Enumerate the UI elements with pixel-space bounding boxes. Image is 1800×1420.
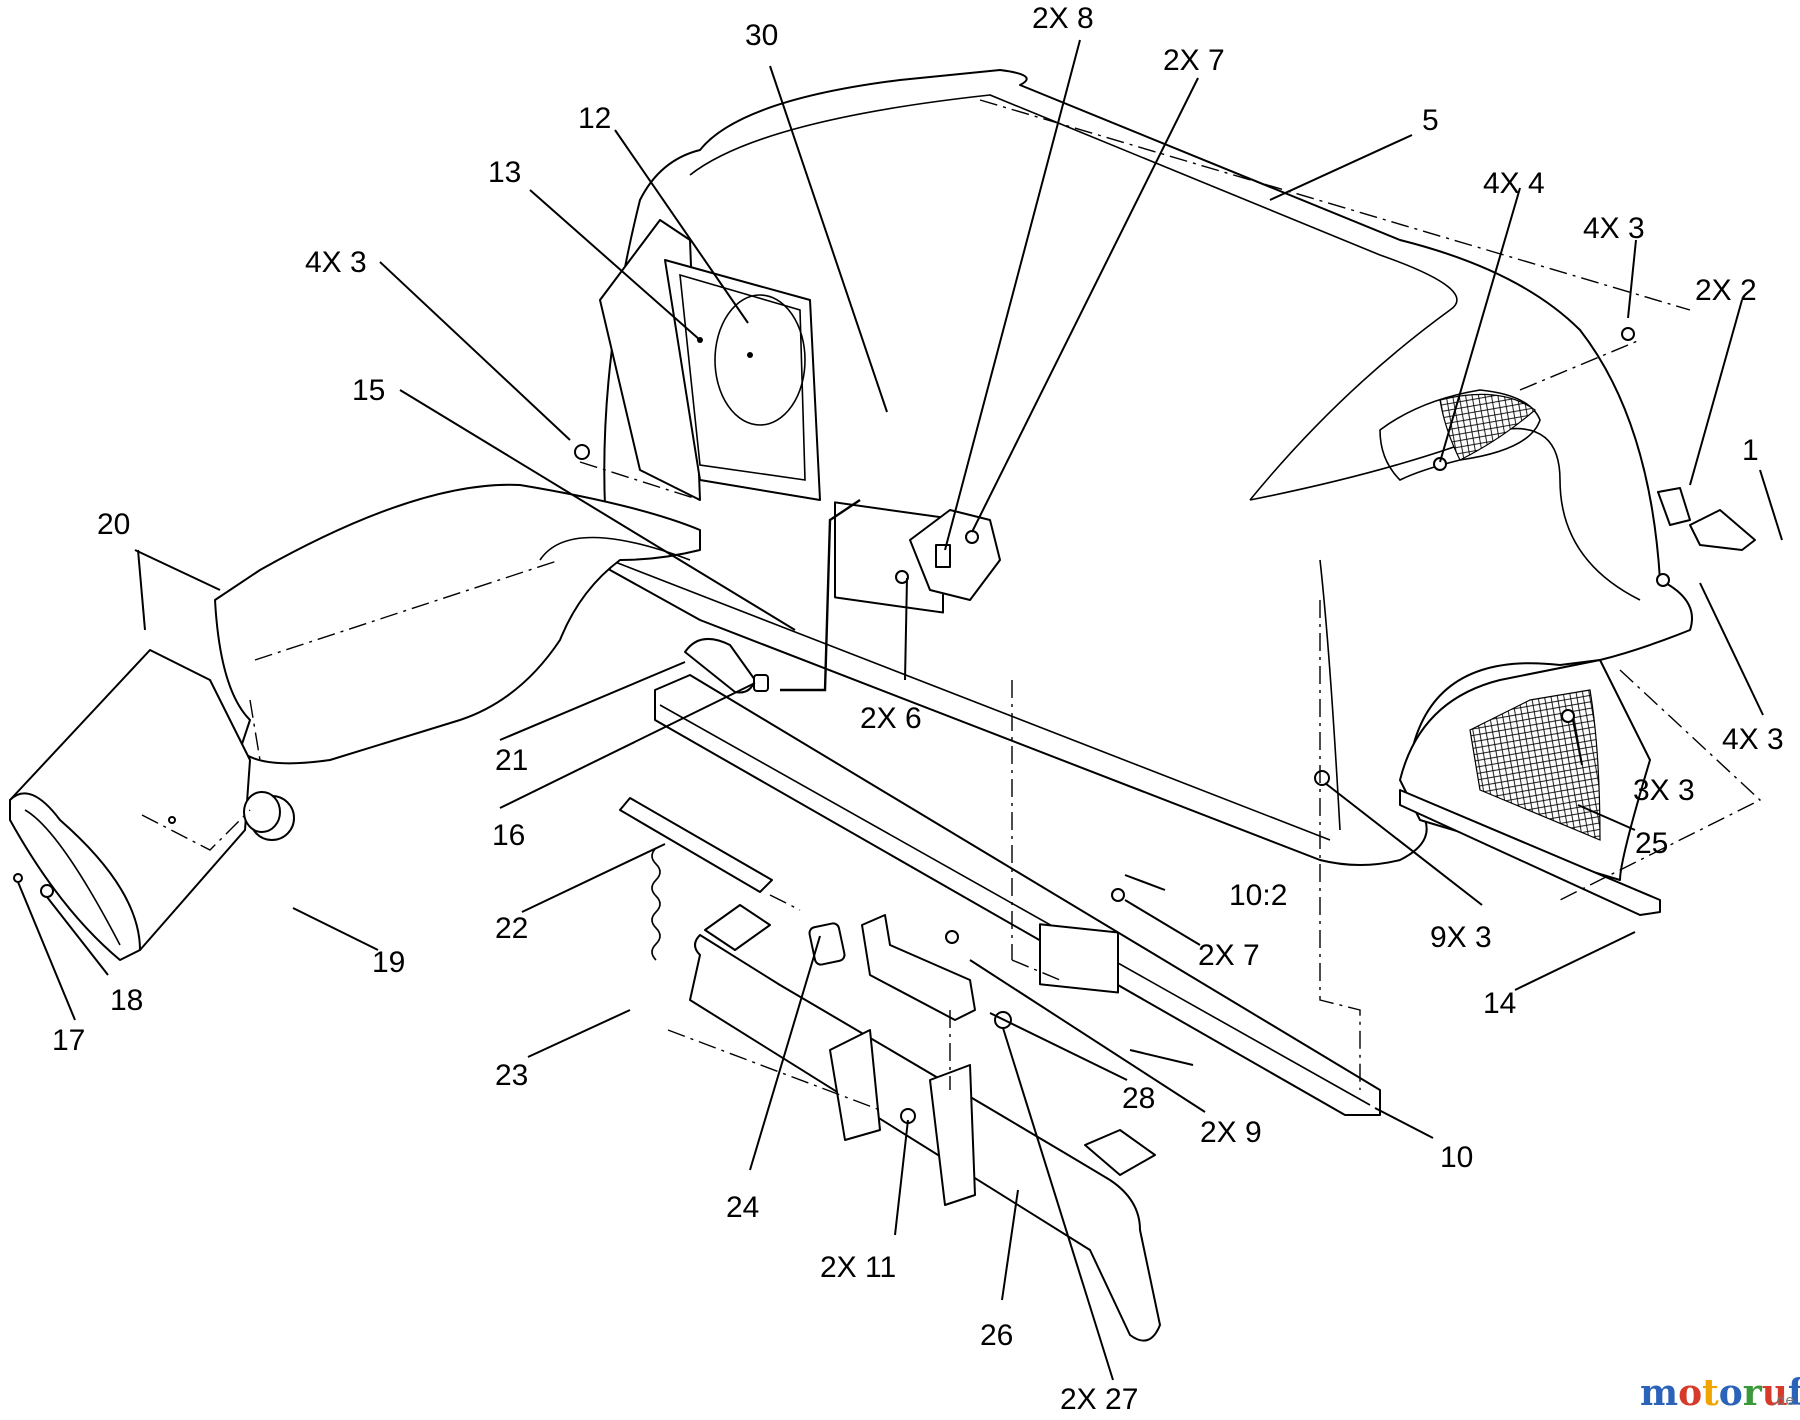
watermark-suffix: .de: [1772, 1393, 1794, 1409]
callout-19: 19: [372, 946, 405, 979]
callout-5: 5: [1422, 104, 1439, 137]
callout-22: 22: [495, 912, 528, 945]
callout-24: 24: [726, 1191, 759, 1224]
phantom-lines: [141, 99, 1762, 1111]
fender-20: [214, 483, 701, 765]
channel-10: [654, 674, 1381, 1116]
wm-letter-2: t: [1702, 1372, 1719, 1414]
fasteners: [13, 327, 1756, 1124]
wm-letter-4: r: [1743, 1372, 1763, 1414]
callout-labels: 1 2X 2 4X 3 4X 3 4X 3 3X 3 9X 3 4X 4 5 2…: [52, 2, 1784, 1416]
spring-23: [651, 847, 661, 961]
bracket-28: [861, 914, 976, 1021]
rod-22: [619, 797, 773, 893]
rail-14: [1399, 789, 1661, 916]
callout-7b: 2X 7: [1198, 939, 1260, 972]
callout-6: 2X 6: [860, 702, 922, 735]
callout-18: 18: [110, 984, 143, 1017]
callout-4: 4X 4: [1483, 167, 1545, 200]
callout-25: 25: [1635, 827, 1668, 860]
callout-30: 30: [745, 19, 778, 52]
callout-26: 26: [980, 1319, 1013, 1352]
callout-3b: 4X 3: [305, 246, 367, 279]
callout-2: 2X 2: [1695, 274, 1757, 307]
decal-10-2: [1039, 923, 1119, 994]
callout-3d: 3X 3: [1633, 774, 1695, 807]
spacer-24: [808, 922, 846, 966]
wm-letter-0: m: [1640, 1372, 1678, 1414]
callout-27: 2X 27: [1060, 1383, 1138, 1416]
wm-letter-1: o: [1678, 1372, 1702, 1414]
callout-11: 2X 11: [820, 1251, 896, 1284]
callout-1: 1: [1742, 434, 1759, 467]
wm-letter-5: u: [1762, 1372, 1788, 1414]
callout-23: 23: [495, 1059, 528, 1092]
callout-10: 10: [1440, 1141, 1473, 1174]
hopper: [9, 649, 251, 961]
callout-7a: 2X 7: [1163, 44, 1225, 77]
hub-19: [243, 791, 295, 841]
callout-3c: 4X 3: [1722, 723, 1784, 756]
callout-10-2: 10:2: [1229, 879, 1287, 912]
watermark-logo: motoruf .de: [1640, 1372, 1800, 1414]
callout-3a: 4X 3: [1583, 212, 1645, 245]
callout-28: 28: [1122, 1082, 1155, 1115]
callout-15: 15: [352, 374, 385, 407]
callout-9: 2X 9: [1200, 1116, 1262, 1149]
lever-15: [780, 499, 861, 692]
callout-21: 21: [495, 744, 528, 777]
callout-17: 17: [52, 1024, 85, 1057]
bracket-8: [909, 509, 1001, 601]
wm-letter-6: f: [1788, 1372, 1800, 1414]
callout-13: 13: [488, 156, 521, 189]
svg-text:motoruf: motoruf: [1640, 1372, 1800, 1414]
callout-8: 2X 8: [1032, 2, 1094, 35]
wm-letter-3: o: [1719, 1372, 1743, 1414]
vent-frame: [599, 219, 821, 501]
callout-12: 12: [578, 102, 611, 135]
bumper-26: [689, 904, 1161, 1342]
leader-lines: [17, 39, 1783, 1381]
callout-16: 16: [492, 819, 525, 852]
nut-16: [753, 674, 769, 692]
callout-20: 20: [97, 508, 130, 541]
callout-3e: 9X 3: [1430, 921, 1492, 954]
callout-14: 14: [1483, 987, 1516, 1020]
